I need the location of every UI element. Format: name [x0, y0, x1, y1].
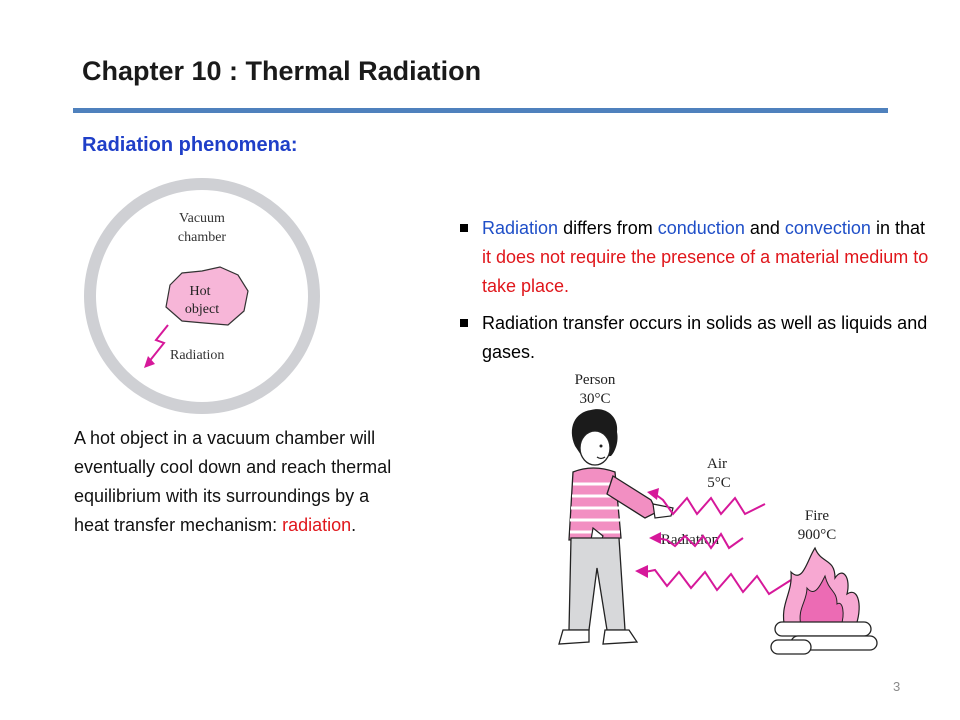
radiation-wave-upper-head	[647, 488, 659, 500]
person-arm	[606, 475, 658, 519]
radiation-arrowhead	[144, 356, 155, 368]
person-face	[579, 430, 611, 466]
bullet-text-segment: differs from	[558, 218, 658, 238]
paragraph-text: A hot object in a vacuum chamber will ev…	[74, 428, 392, 535]
person-label: Person	[575, 372, 616, 388]
person-eye	[599, 444, 603, 448]
air-temp: 5°C	[707, 475, 731, 491]
vacuum-chamber-figure: Vacuum chamber Hot object Radiation	[84, 178, 320, 414]
radiation-wave-lower	[644, 568, 792, 596]
bullet-text-segment: it does not require the presence of a ma…	[482, 247, 929, 296]
vacuum-label-line1: Vacuum	[179, 211, 225, 226]
bullet-list: Radiation differs from conduction and co…	[458, 214, 938, 375]
bullet-item: Radiation transfer occurs in solids as w…	[458, 309, 938, 367]
bullet-text-segment: Radiation	[482, 218, 559, 238]
slide-title: Chapter 10 : Thermal Radiation	[82, 56, 482, 86]
bullet-square-icon	[460, 224, 468, 232]
person-sweater	[568, 467, 622, 541]
person-mouth	[596, 456, 606, 460]
bullet-text-segment: in that	[870, 218, 925, 238]
fire-temp: 900°C	[798, 527, 837, 543]
hot-object-label-line2: object	[185, 302, 219, 317]
description-paragraph: A hot object in a vacuum chamber will ev…	[74, 424, 394, 540]
section-heading: Radiation phenomena:	[82, 134, 298, 156]
fire-inner-flames	[799, 574, 844, 627]
bullet-text-segment: and	[744, 218, 785, 238]
person-pants	[568, 537, 626, 631]
fire-log-1	[774, 621, 872, 637]
person-fire-figure: Person 30°C Air 5°C Fire 900°C Radiation	[558, 372, 878, 655]
radiation-zigzag-arrow	[147, 324, 169, 364]
bullet-text-segment: convection	[784, 218, 871, 238]
page-number: 3	[893, 679, 901, 694]
hot-object-shape	[165, 266, 249, 326]
fire-log-3	[770, 639, 812, 655]
person-temp: 30°C	[579, 391, 610, 407]
person-shoe-right	[602, 629, 639, 645]
bullet-text-segment: conduction	[657, 218, 745, 238]
vacuum-chamber-ring	[84, 178, 320, 414]
paragraph-highlight: radiation	[282, 515, 352, 535]
paragraph-end: .	[351, 515, 357, 535]
bullet-item: Radiation differs from conduction and co…	[458, 214, 938, 301]
radiation-wave-middle-head	[649, 532, 661, 544]
radiation-wave-upper	[654, 493, 766, 516]
title-divider	[73, 108, 888, 113]
radiation-wave-middle	[656, 532, 744, 550]
person-shoe-left	[558, 629, 590, 645]
air-label: Air	[707, 456, 727, 472]
radiation-wave-lower-head	[635, 565, 648, 578]
radiation-label: Radiation	[170, 348, 224, 363]
bullet-square-icon	[460, 319, 468, 327]
vacuum-label-line2: chamber	[178, 230, 227, 245]
bullet-text-segment: Radiation transfer occurs in solids as w…	[482, 313, 928, 362]
hot-object-label-line1: Hot	[190, 284, 211, 299]
fire-label: Fire	[805, 508, 830, 524]
